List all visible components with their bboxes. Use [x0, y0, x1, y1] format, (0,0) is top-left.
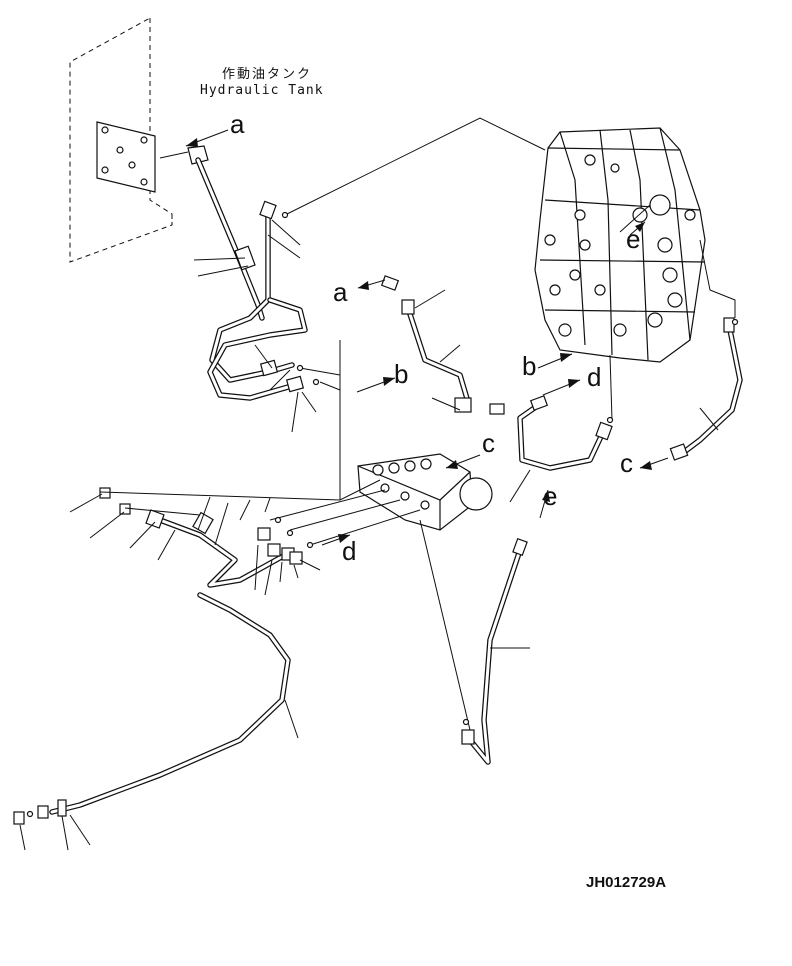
callout-b-left: b — [394, 359, 408, 389]
tank-label: 作動油タンク Hydraulic Tank — [200, 67, 324, 98]
callout-e-hose: e — [543, 481, 557, 511]
callout-d-manifold: d — [342, 536, 356, 566]
tank-label-jp: 作動油タンク — [222, 67, 312, 82]
pilot-manifold-block — [357, 453, 493, 531]
callout-c-right: c — [620, 448, 633, 478]
hydraulic-tank-outline — [69, 17, 173, 263]
fittings — [13, 200, 735, 825]
callout-a-fitting: a — [333, 277, 348, 307]
tank-label-en: Hydraulic Tank — [200, 83, 324, 98]
tank-flange — [96, 121, 209, 193]
main-control-valve — [534, 127, 706, 363]
callout-arrows — [185, 129, 669, 546]
callout-c-manifold: c — [482, 428, 495, 458]
hoses — [49, 157, 743, 815]
callout-labels: a a b b c c d d e e — [230, 109, 640, 566]
callout-e-valve: e — [626, 224, 640, 254]
callout-b-valve: b — [522, 351, 536, 381]
callout-a-tank: a — [230, 109, 245, 139]
reference-lines — [26, 117, 739, 818]
leader-lines — [19, 204, 719, 851]
drawing-code: JH012729A — [586, 874, 666, 891]
callout-d-valve: d — [587, 362, 601, 392]
